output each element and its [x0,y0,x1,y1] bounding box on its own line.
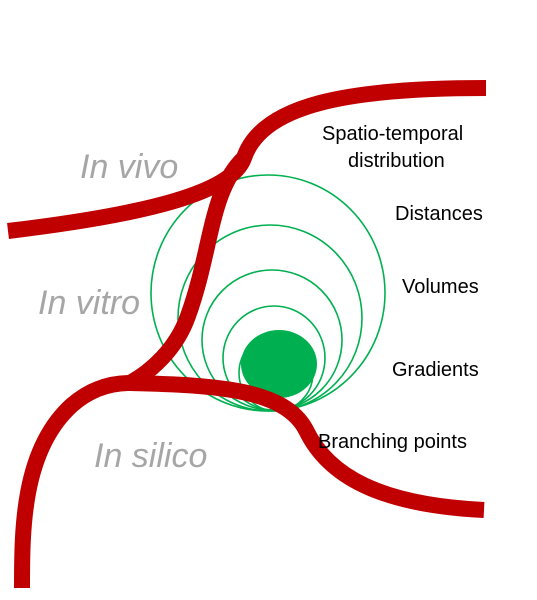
label-spatio-temporal: Spatio-temporal [322,123,463,145]
vessel-network [7,80,487,589]
source-core [241,330,317,398]
label-in-vivo: In vivo [80,148,178,186]
label-distribution: distribution [348,150,445,172]
vessel-bottom-branch [129,375,485,518]
label-branching-points: Branching points [318,431,467,453]
label-in-vitro: In vitro [38,284,140,322]
label-in-silico: In silico [94,437,207,475]
label-gradients: Gradients [392,359,479,381]
vessel-left-branch [14,375,131,589]
label-volumes: Volumes [402,276,479,298]
label-distances: Distances [395,203,483,225]
vessel-main-trunk [125,152,250,391]
